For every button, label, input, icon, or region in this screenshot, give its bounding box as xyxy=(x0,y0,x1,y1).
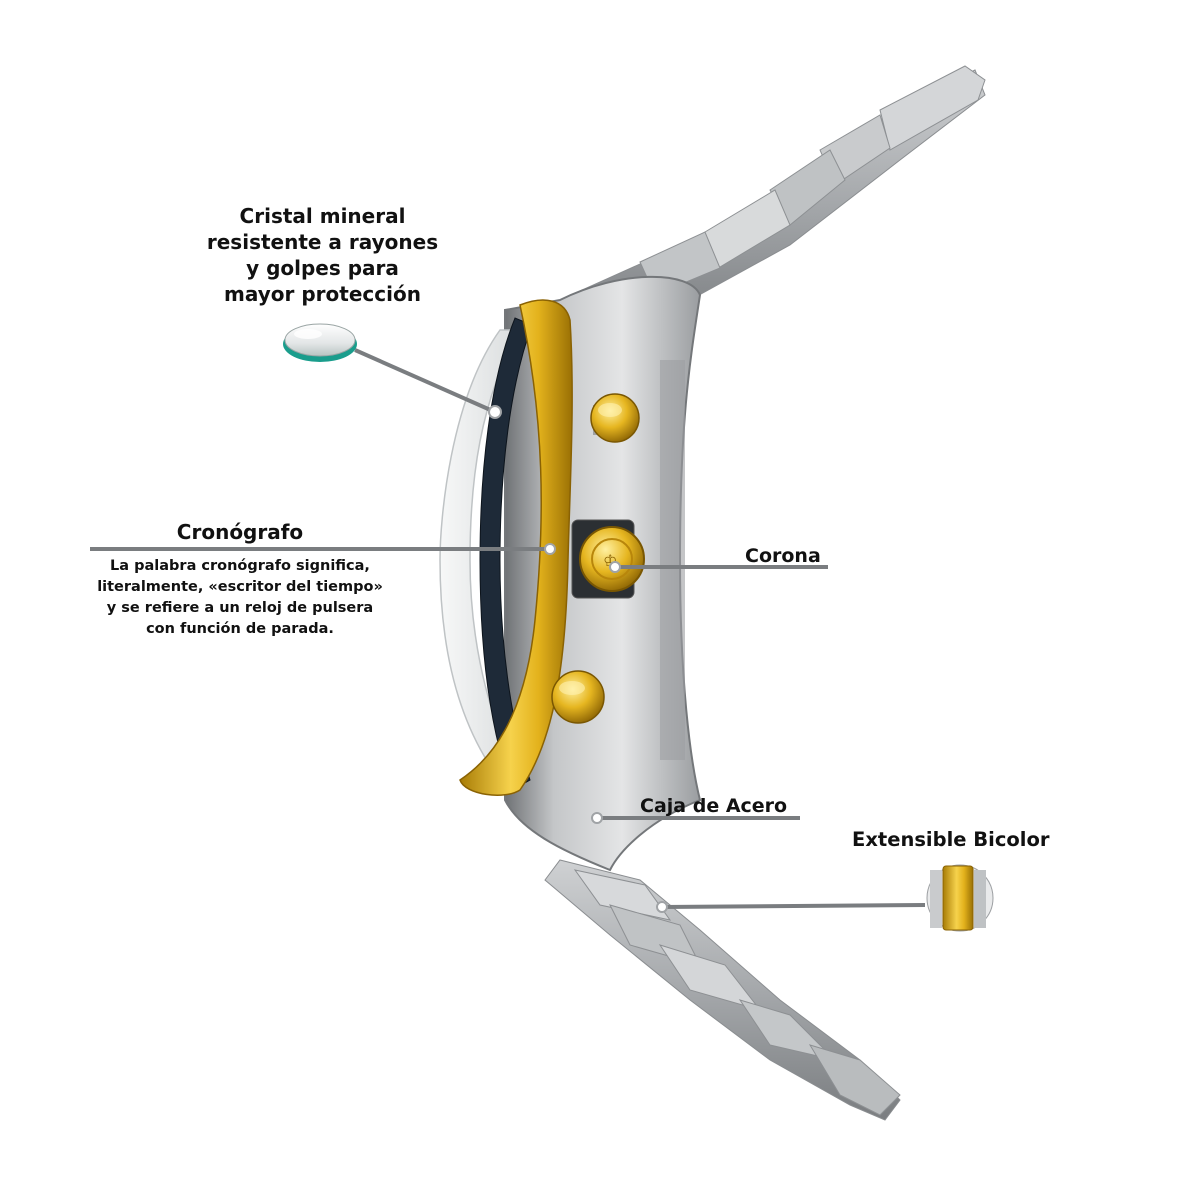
cronografo-line-1: La palabra cronógrafo significa, xyxy=(110,558,370,574)
cronografo-description: La palabra cronógrafo significa, literal… xyxy=(70,556,410,640)
cronografo-line-4: con función de parada. xyxy=(146,621,334,637)
cristal-line-1: Cristal mineral xyxy=(239,204,406,228)
cronografo-title: Cronógrafo xyxy=(176,520,304,544)
cristal-label: Cristal mineral resistente a rayones y g… xyxy=(190,203,455,307)
leader-lines xyxy=(90,348,926,909)
lower-pusher xyxy=(551,670,605,724)
corona-label: Corona xyxy=(745,545,821,567)
extensible-label: Extensible Bicolor xyxy=(852,828,1050,851)
gold-bezel xyxy=(459,299,573,796)
cristal-line-2: resistente a rayones xyxy=(206,230,439,254)
crown: ♔ xyxy=(571,519,645,599)
crystal-lens-icon xyxy=(283,323,357,362)
cronografo-line-3: y se refiere a un reloj de pulsera xyxy=(106,600,374,616)
bracelet-upper xyxy=(559,65,986,336)
cristal-line-3: y golpes para xyxy=(246,256,399,280)
bracelet-lower xyxy=(544,859,901,1121)
bicolor-link-icon xyxy=(926,864,994,932)
cronografo-line-2: literalmente, «escritor del tiempo» xyxy=(97,579,383,595)
cristal-line-4: mayor protección xyxy=(224,282,421,306)
upper-pusher xyxy=(590,393,640,443)
caja-label: Caja de Acero xyxy=(640,795,788,817)
